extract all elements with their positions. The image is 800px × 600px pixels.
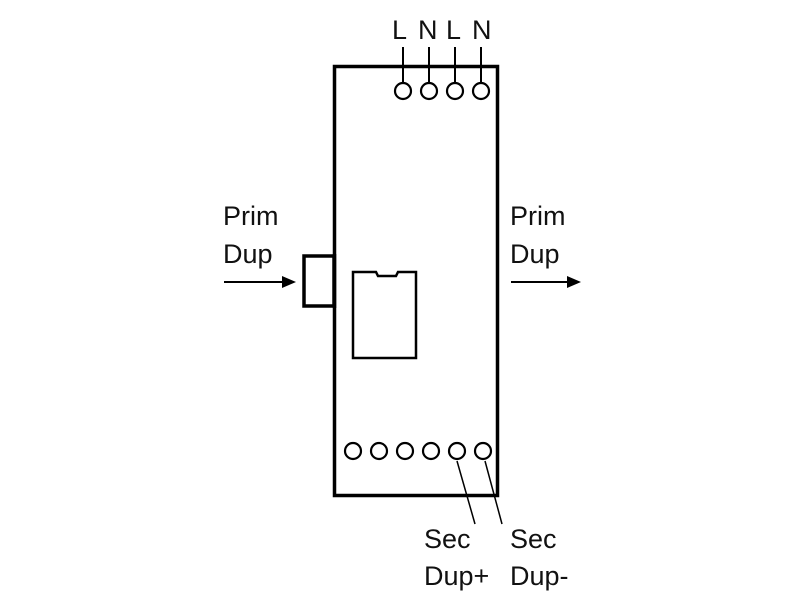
output-label-line1: Prim bbox=[510, 201, 566, 231]
output-arrow-head bbox=[567, 276, 581, 288]
bottom-terminal-2 bbox=[369, 441, 389, 461]
top-terminal-2 bbox=[419, 81, 439, 101]
input-label-line1: Prim bbox=[223, 201, 279, 231]
output-label-line2: Dup bbox=[510, 239, 560, 269]
sec-dup-plus-label-line1: Sec bbox=[424, 524, 471, 554]
input-connector-tab bbox=[302, 254, 336, 308]
top-terminal-label-3: L bbox=[446, 15, 462, 45]
sec-dup-minus-label-line1: Sec bbox=[510, 524, 557, 554]
top-terminal-4 bbox=[471, 81, 491, 101]
bottom-terminals bbox=[343, 441, 493, 461]
bottom-terminal-3 bbox=[395, 441, 415, 461]
top-terminals bbox=[393, 47, 491, 101]
input-label-line2: Dup bbox=[223, 239, 273, 269]
top-terminal-1 bbox=[393, 81, 413, 101]
leader-line-sec-dup-plus bbox=[456, 460, 476, 525]
sec-dup-plus-label-line2: Dup+ bbox=[424, 561, 490, 591]
leader-line-sec-dup-minus bbox=[484, 460, 503, 525]
bottom-terminal-1 bbox=[343, 441, 363, 461]
bottom-terminal-5 bbox=[447, 441, 467, 461]
top-terminal-label-1: L bbox=[392, 15, 408, 45]
bottom-terminal-4 bbox=[421, 441, 441, 461]
input-arrow-head bbox=[282, 276, 296, 288]
top-terminal-label-2: N bbox=[418, 15, 438, 45]
top-terminal-label-4: N bbox=[472, 15, 492, 45]
bottom-terminal-6 bbox=[473, 441, 493, 461]
top-terminal-3 bbox=[445, 81, 465, 101]
sec-dup-minus-label-line2: Dup- bbox=[510, 561, 569, 591]
inner-component bbox=[351, 270, 418, 360]
